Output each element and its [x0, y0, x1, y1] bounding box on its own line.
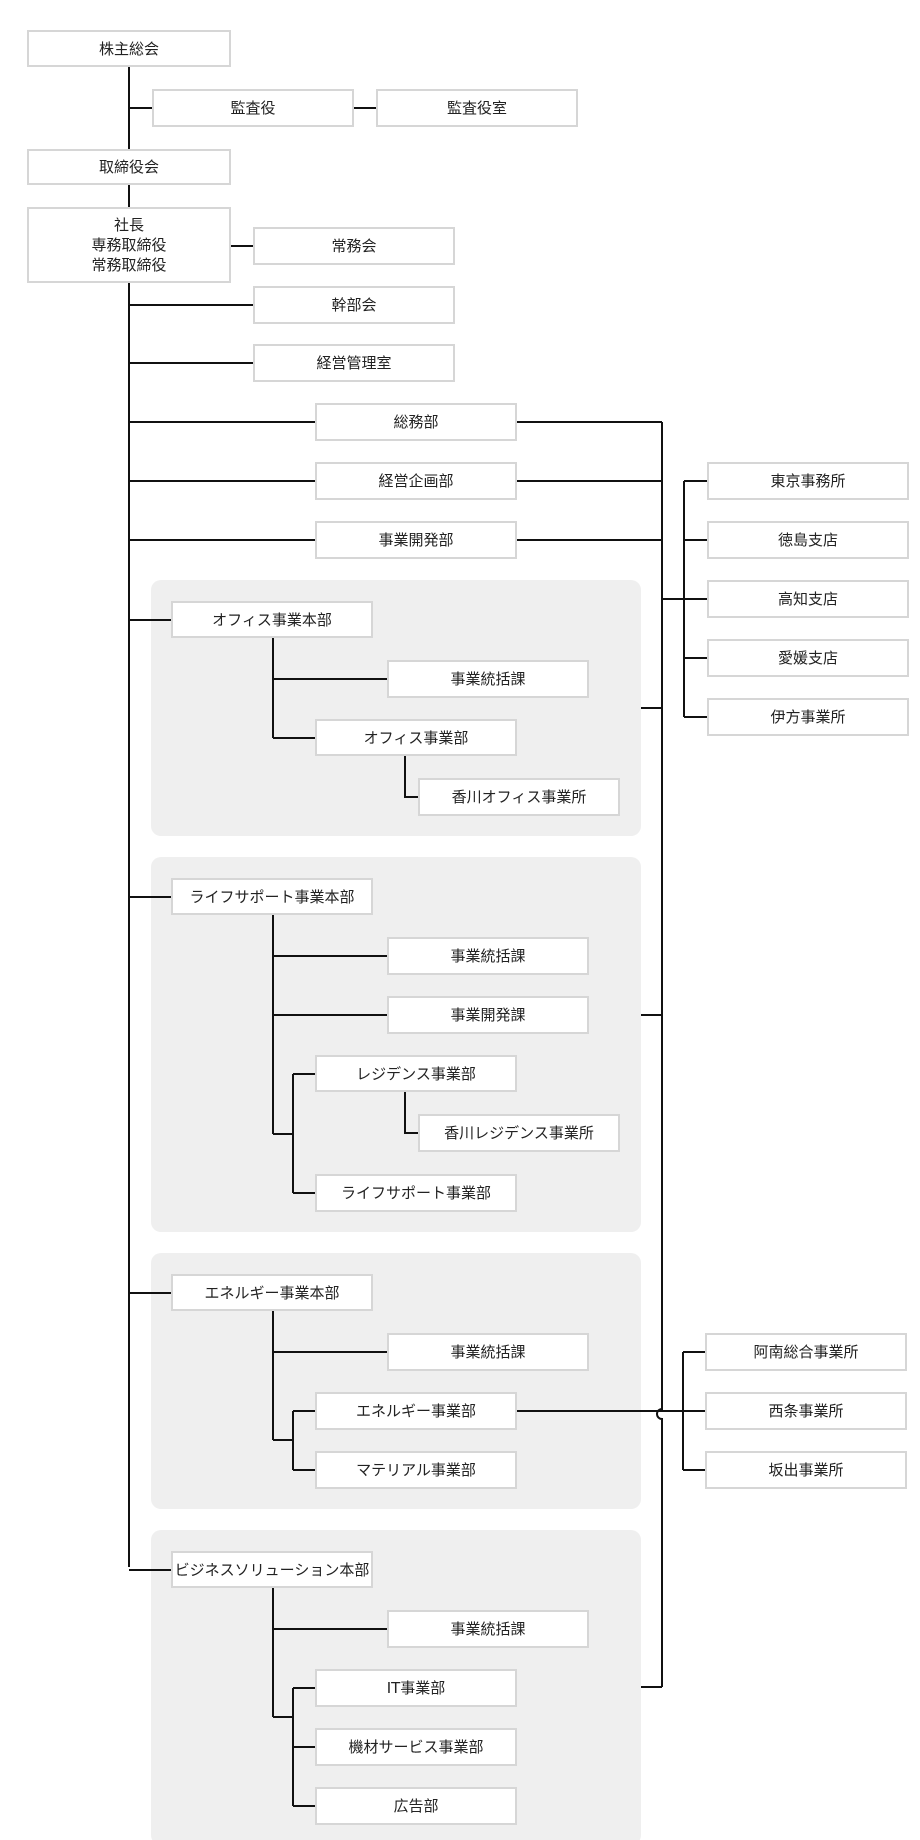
business-solution-coordination-box: 事業統括課 — [387, 1610, 589, 1648]
business-solution-coordination-label: 事業統括課 — [450, 1620, 526, 1638]
anan-site-label: 阿南総合事業所 — [753, 1343, 859, 1361]
executive-committee-label: 幹部会 — [331, 296, 377, 314]
life-support-division-label: ライフサポート事業本部 — [189, 887, 355, 906]
shareholders-meeting-label: 株主総会 — [98, 39, 159, 58]
life-support-development-box: 事業開発課 — [387, 996, 589, 1034]
office-coordination-label: 事業統括課 — [450, 670, 526, 688]
shareholders-meeting-box: 株主総会 — [27, 30, 231, 67]
life-support-coordination-label: 事業統括課 — [450, 947, 526, 965]
branch-ehime-box: 愛媛支店 — [707, 639, 909, 677]
managing-committee-box: 常務会 — [253, 227, 455, 265]
it-department-label: IT事業部 — [386, 1679, 446, 1697]
branch-ikata-box: 伊方事業所 — [707, 698, 909, 736]
kagawa-residence-site-label: 香川レジデンス事業所 — [444, 1124, 594, 1142]
business-development-label: 事業開発部 — [378, 531, 454, 549]
material-department-label: マテリアル事業部 — [356, 1461, 476, 1479]
office-division-label: オフィス事業本部 — [212, 610, 332, 629]
executives-box: 社長 専務取締役 常務取締役 — [27, 207, 231, 283]
kagawa-office-site-box: 香川オフィス事業所 — [418, 778, 620, 816]
branch-kochi-label: 高知支店 — [777, 590, 838, 608]
audit-office-label: 監査役室 — [446, 99, 507, 117]
office-division-box: オフィス事業本部 — [171, 601, 373, 638]
managing-committee-label: 常務会 — [331, 237, 377, 255]
saijo-site-label: 西条事業所 — [768, 1402, 844, 1420]
advertising-department-label: 広告部 — [393, 1797, 439, 1815]
office-department-label: オフィス事業部 — [363, 728, 469, 747]
branch-ehime-label: 愛媛支店 — [777, 649, 838, 667]
auditor-label: 監査役 — [230, 99, 276, 117]
life-support-department-label: ライフサポート事業部 — [340, 1184, 491, 1202]
auditor-box: 監査役 — [152, 89, 354, 127]
branch-kochi-box: 高知支店 — [707, 580, 909, 618]
branch-tokyo-box: 東京事務所 — [707, 462, 909, 500]
executive-senior-managing-director: 専務取締役 — [91, 236, 167, 254]
it-department-box: IT事業部 — [315, 1669, 517, 1707]
sakaide-site-label: 坂出事業所 — [768, 1461, 844, 1479]
board-of-directors-label: 取締役会 — [98, 158, 159, 176]
life-support-department-box: ライフサポート事業部 — [315, 1174, 517, 1212]
life-support-development-label: 事業開発課 — [450, 1006, 526, 1024]
energy-coordination-box: 事業統括課 — [387, 1333, 589, 1371]
kagawa-residence-site-box: 香川レジデンス事業所 — [418, 1114, 620, 1152]
residence-department-label: レジデンス事業部 — [356, 1064, 476, 1083]
residence-department-box: レジデンス事業部 — [315, 1055, 517, 1092]
office-coordination-box: 事業統括課 — [387, 660, 589, 698]
energy-coordination-label: 事業統括課 — [450, 1343, 526, 1361]
management-office-box: 経営管理室 — [253, 344, 455, 382]
equipment-department-label: 機材サービス事業部 — [348, 1738, 484, 1756]
executive-president: 社長 — [113, 216, 144, 234]
business-solution-division-box: ビジネスソリューション本部 — [171, 1551, 373, 1588]
equipment-department-box: 機材サービス事業部 — [315, 1728, 517, 1766]
corporate-planning-box: 経営企画部 — [315, 462, 517, 500]
energy-department-box: エネルギー事業部 — [315, 1392, 517, 1430]
general-affairs-label: 総務部 — [393, 413, 439, 431]
material-department-box: マテリアル事業部 — [315, 1451, 517, 1489]
executive-managing-director: 常務取締役 — [91, 256, 167, 274]
life-support-division-panel — [151, 857, 641, 1232]
energy-department-label: エネルギー事業部 — [355, 1402, 476, 1420]
business-solution-division-label: ビジネスソリューション本部 — [174, 1560, 370, 1579]
anan-site-box: 阿南総合事業所 — [705, 1333, 907, 1371]
board-of-directors-box: 取締役会 — [27, 149, 231, 185]
kagawa-office-site-label: 香川オフィス事業所 — [451, 788, 587, 806]
corporate-planning-label: 経営企画部 — [378, 472, 454, 490]
life-support-coordination-box: 事業統括課 — [387, 937, 589, 975]
energy-division-box: エネルギー事業本部 — [171, 1274, 373, 1311]
branch-ikata-label: 伊方事業所 — [770, 708, 846, 726]
audit-office-box: 監査役室 — [376, 89, 578, 127]
branch-tokushima-label: 徳島支店 — [777, 531, 838, 549]
business-development-box: 事業開発部 — [315, 521, 517, 559]
general-affairs-box: 総務部 — [315, 403, 517, 441]
branch-tokyo-label: 東京事務所 — [770, 472, 846, 490]
energy-division-label: エネルギー事業本部 — [204, 1283, 340, 1302]
life-support-division-box: ライフサポート事業本部 — [171, 878, 373, 915]
executive-committee-box: 幹部会 — [253, 286, 455, 324]
advertising-department-box: 広告部 — [315, 1787, 517, 1825]
sakaide-site-box: 坂出事業所 — [705, 1451, 907, 1489]
branch-tokushima-box: 徳島支店 — [707, 521, 909, 559]
management-office-label: 経営管理室 — [316, 354, 392, 372]
saijo-site-box: 西条事業所 — [705, 1392, 907, 1430]
office-department-box: オフィス事業部 — [315, 719, 517, 756]
